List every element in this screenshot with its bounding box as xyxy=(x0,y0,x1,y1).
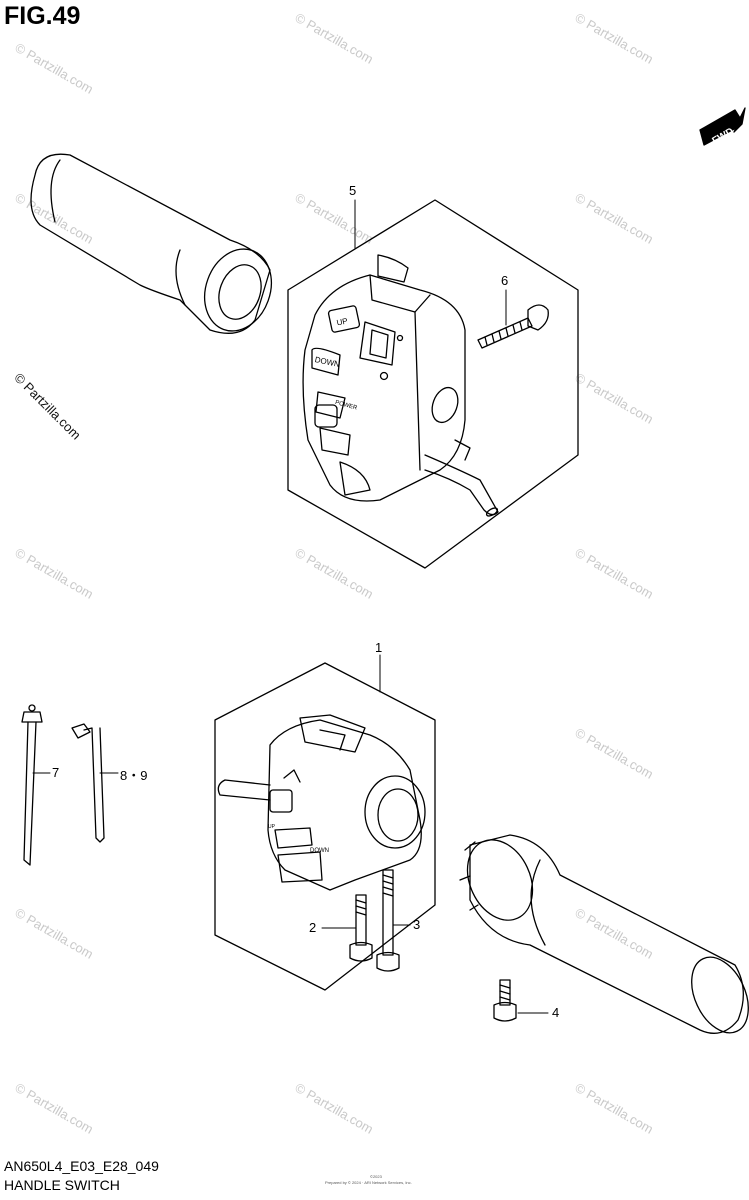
assembly-box-lower xyxy=(214,662,436,991)
switch-down-label: DOWN xyxy=(314,355,341,369)
callout-2: 2 xyxy=(309,920,317,935)
figure-title: FIG.49 xyxy=(4,2,81,30)
fine-print-year: ©2023 xyxy=(370,1174,382,1179)
left-grip xyxy=(30,153,272,334)
callout-8-9: 8・9 xyxy=(120,768,148,783)
switch-up-small-label: UP xyxy=(268,824,276,830)
callout-6: 6 xyxy=(501,273,509,288)
callout-1: 1 xyxy=(375,640,383,655)
switch-power-label: POWER xyxy=(334,400,358,412)
right-switch-housing xyxy=(217,714,426,891)
left-switch-housing xyxy=(302,254,499,517)
callout-4: 4 xyxy=(552,1005,560,1020)
cable-tie-7 xyxy=(21,704,43,866)
callout-3: 3 xyxy=(413,917,421,932)
model-code: AN650L4_E03_E28_049 xyxy=(4,1158,159,1174)
clamp-8-9 xyxy=(71,723,105,843)
switch-up-label: UP xyxy=(336,316,349,327)
fine-print: Prepared by © 2024 · ARI Network Service… xyxy=(325,1180,412,1185)
callout-5: 5 xyxy=(349,183,357,198)
screw-3 xyxy=(376,869,400,972)
switch-down-small-label: DOWN xyxy=(310,848,329,854)
leader-lines xyxy=(32,199,549,1014)
fwd-arrow-icon xyxy=(699,107,746,146)
assembly-box-upper xyxy=(287,199,579,569)
callout-7: 7 xyxy=(52,765,60,780)
screw-4 xyxy=(493,979,517,1022)
right-grip xyxy=(459,834,749,1034)
bolt-6 xyxy=(477,304,549,349)
part-name: HANDLE SWITCH xyxy=(4,1177,120,1193)
